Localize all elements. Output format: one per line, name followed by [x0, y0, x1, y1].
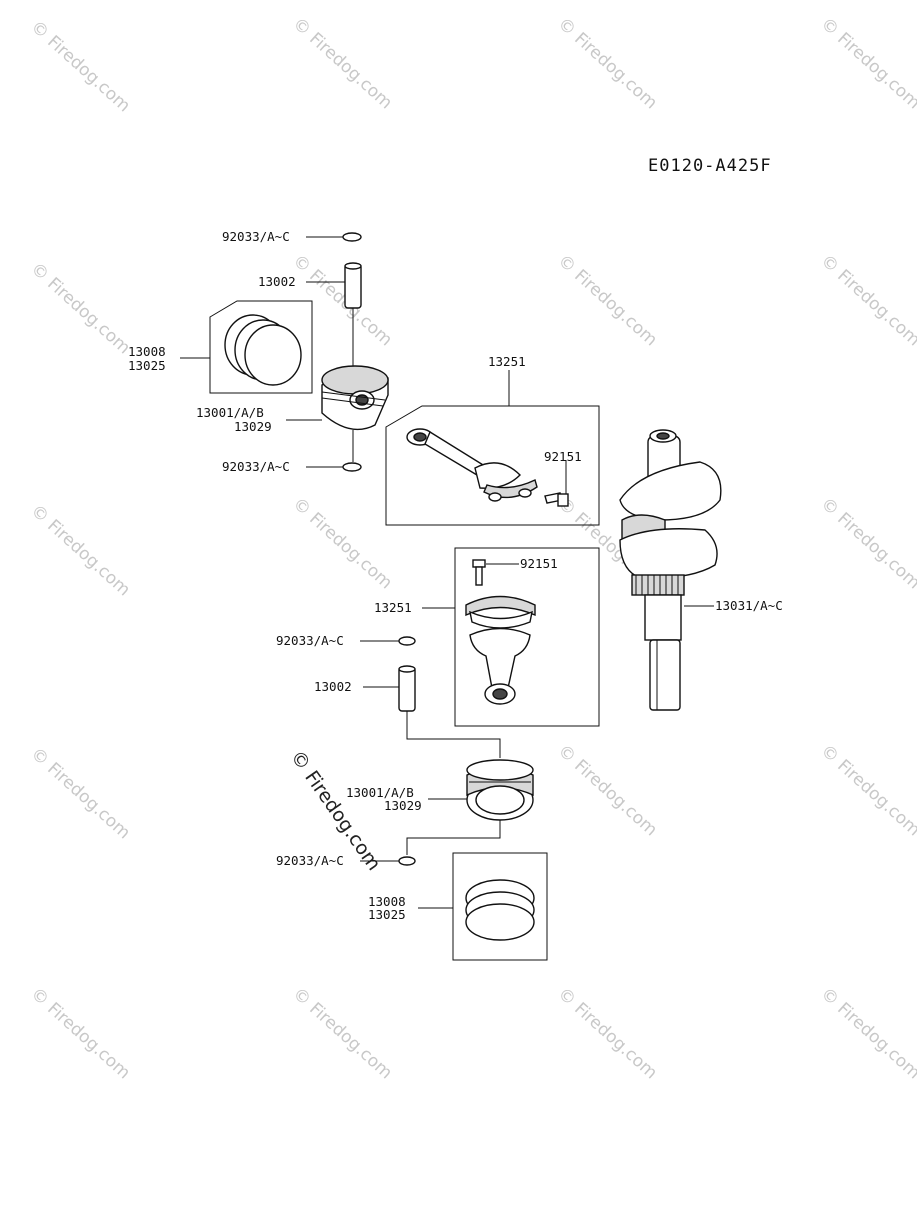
label-crankshaft: 13031/A~C [715, 598, 783, 613]
piston-pin-1: 13002 [258, 262, 362, 370]
label-piston-2a: 13001/A/B [346, 785, 414, 800]
label-circlip-top-1: 92033/A~C [222, 229, 290, 244]
watermark: © Firedog.com [817, 14, 917, 113]
watermark: © Firedog.com [27, 744, 134, 843]
label-conrod-2: 13251 [374, 600, 412, 615]
watermark: © Firedog.com [27, 984, 134, 1083]
watermark: © Firedog.com [27, 17, 134, 116]
label-piston-2b: 13029 [384, 798, 422, 813]
piston-rings-1: 13008 13025 [128, 300, 313, 394]
label-rings-1a: 13008 [128, 344, 166, 359]
circlip-top-2: 92033/A~C [276, 633, 416, 648]
watermark: © Firedog.com [554, 14, 661, 113]
label-bolt-1: 92151 [544, 449, 582, 464]
connecting-rod-1: 13251 92151 [385, 354, 600, 526]
label-circlip-top-2: 92033/A~C [276, 633, 344, 648]
watermark: © Firedog.com [817, 741, 917, 840]
watermark: © Firedog.com [289, 984, 396, 1083]
label-conrod-1: 13251 [488, 354, 526, 369]
watermark: © Firedog.com [817, 251, 917, 350]
watermark: © Firedog.com [554, 741, 661, 840]
watermark: © Firedog.com [817, 494, 917, 593]
label-piston-1a: 13001/A/B [196, 405, 264, 420]
label-piston-1b: 13029 [234, 419, 272, 434]
piston-rings-2: 13008 13025 [368, 852, 548, 961]
label-rings-2a: 13008 [368, 894, 406, 909]
watermark: © Firedog.com [554, 984, 661, 1083]
watermark: © Firedog.com [289, 494, 396, 593]
piston-1: 13001/A/B 13029 [196, 365, 389, 434]
circlip-bottom-1: 92033/A~C [222, 430, 362, 474]
label-bolt-2: 92151 [520, 556, 558, 571]
piston-2: 13001/A/B 13029 [346, 759, 534, 855]
label-rings-2b: 13025 [368, 907, 406, 922]
label-rings-1b: 13025 [128, 358, 166, 373]
circlip-bottom-2: 92033/A~C [276, 853, 416, 868]
watermark: © Firedog.com [289, 14, 396, 113]
watermark: © Firedog.com [27, 259, 134, 358]
label-circlip-bottom-2: 92033/A~C [276, 853, 344, 868]
crankshaft: 13031/A~C [619, 429, 783, 711]
circlip-top-1: 92033/A~C [222, 229, 362, 244]
piston-pin-2: 13002 [314, 665, 501, 758]
watermark: © Firedog.com [27, 501, 134, 600]
watermark: © Firedog.com [554, 251, 661, 350]
label-pin-1: 13002 [258, 274, 296, 289]
diagram-code: E0120-A425F [648, 156, 772, 176]
label-pin-2: 13002 [314, 679, 352, 694]
label-circlip-bottom-1: 92033/A~C [222, 459, 290, 474]
connecting-rod-2: 92151 13251 [374, 547, 600, 727]
watermark: © Firedog.com [817, 984, 917, 1083]
